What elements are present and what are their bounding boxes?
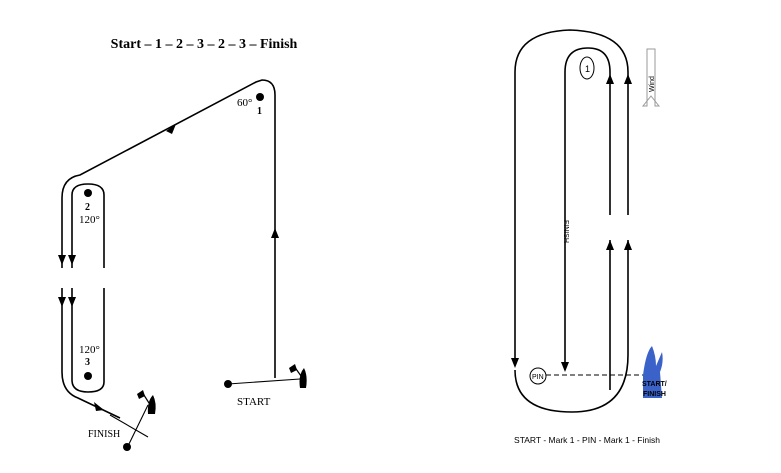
arrow-right-inner-down bbox=[561, 362, 569, 372]
finish-label: FINISH bbox=[88, 429, 120, 440]
pin-mark bbox=[529, 367, 547, 385]
arrow-to-finish bbox=[94, 402, 104, 411]
lane-gap bbox=[55, 268, 111, 288]
pin-label: PIN bbox=[532, 374, 544, 381]
arrow-down-lane-a bbox=[58, 255, 66, 265]
start-finish-label-2: FINISH bbox=[643, 391, 666, 398]
finish-line-extension bbox=[109, 414, 149, 438]
mark-3-angle: 120° bbox=[79, 344, 100, 356]
arrow-down-lane-b bbox=[68, 255, 76, 265]
arrow-reach-1-2 bbox=[166, 124, 176, 134]
finish-vertical-label: FINISH bbox=[562, 220, 569, 243]
arrow-right-up-b bbox=[624, 240, 632, 250]
arrow-right-up-a bbox=[606, 240, 614, 250]
start-line bbox=[227, 378, 301, 385]
right-mark-1 bbox=[579, 56, 595, 80]
mark-3-label: 3 bbox=[85, 357, 90, 368]
wind-label: Wind bbox=[649, 76, 656, 92]
finish-pin-dot bbox=[123, 443, 131, 451]
start-label: START bbox=[237, 396, 271, 408]
start-committee-boat-icon bbox=[289, 364, 307, 388]
arrow-upwind-start bbox=[271, 228, 279, 238]
committee-boat-icon bbox=[643, 346, 663, 398]
finish-line bbox=[127, 404, 149, 447]
start-finish-label-1: START/ bbox=[642, 381, 667, 388]
start-pin-dot bbox=[224, 380, 232, 388]
mark-2-label: 2 bbox=[85, 202, 90, 213]
wind-arrow-icon: Wind bbox=[641, 48, 661, 107]
finish-committee-boat-icon bbox=[137, 390, 156, 414]
arrow-right-outer-down bbox=[511, 358, 519, 368]
arrow-down-lane-c bbox=[58, 297, 66, 307]
arrow-right-up-d bbox=[624, 74, 632, 84]
mark-3-dot bbox=[84, 372, 92, 380]
mark-1-angle: 60° bbox=[237, 97, 252, 109]
mark-2-dot bbox=[84, 189, 92, 197]
mark-2-angle: 120° bbox=[79, 214, 100, 226]
right-inner-loop-top bbox=[564, 47, 611, 370]
arrow-right-up-c bbox=[606, 74, 614, 84]
left-course-path bbox=[61, 79, 276, 419]
mark-1-label: 1 bbox=[257, 106, 262, 117]
left-course-diagram: Start – 1 – 2 – 3 – 2 – 3 – Finish 60° 1… bbox=[55, 37, 307, 451]
right-course-diagram: 1 Wind FINISH PIN START/ FINISH START - … bbox=[511, 29, 667, 445]
left-course-title: Start – 1 – 2 – 3 – 2 – 3 – Finish bbox=[111, 37, 298, 52]
right-course-outer-bottom bbox=[514, 240, 629, 413]
arrow-down-lane-d bbox=[68, 297, 76, 307]
right-course-caption: START - Mark 1 - PIN - Mark 1 - Finish bbox=[514, 435, 660, 445]
mark-1-dot bbox=[256, 93, 264, 101]
right-course-outer-loop bbox=[514, 29, 629, 360]
right-mark-1-label: 1 bbox=[585, 64, 590, 74]
